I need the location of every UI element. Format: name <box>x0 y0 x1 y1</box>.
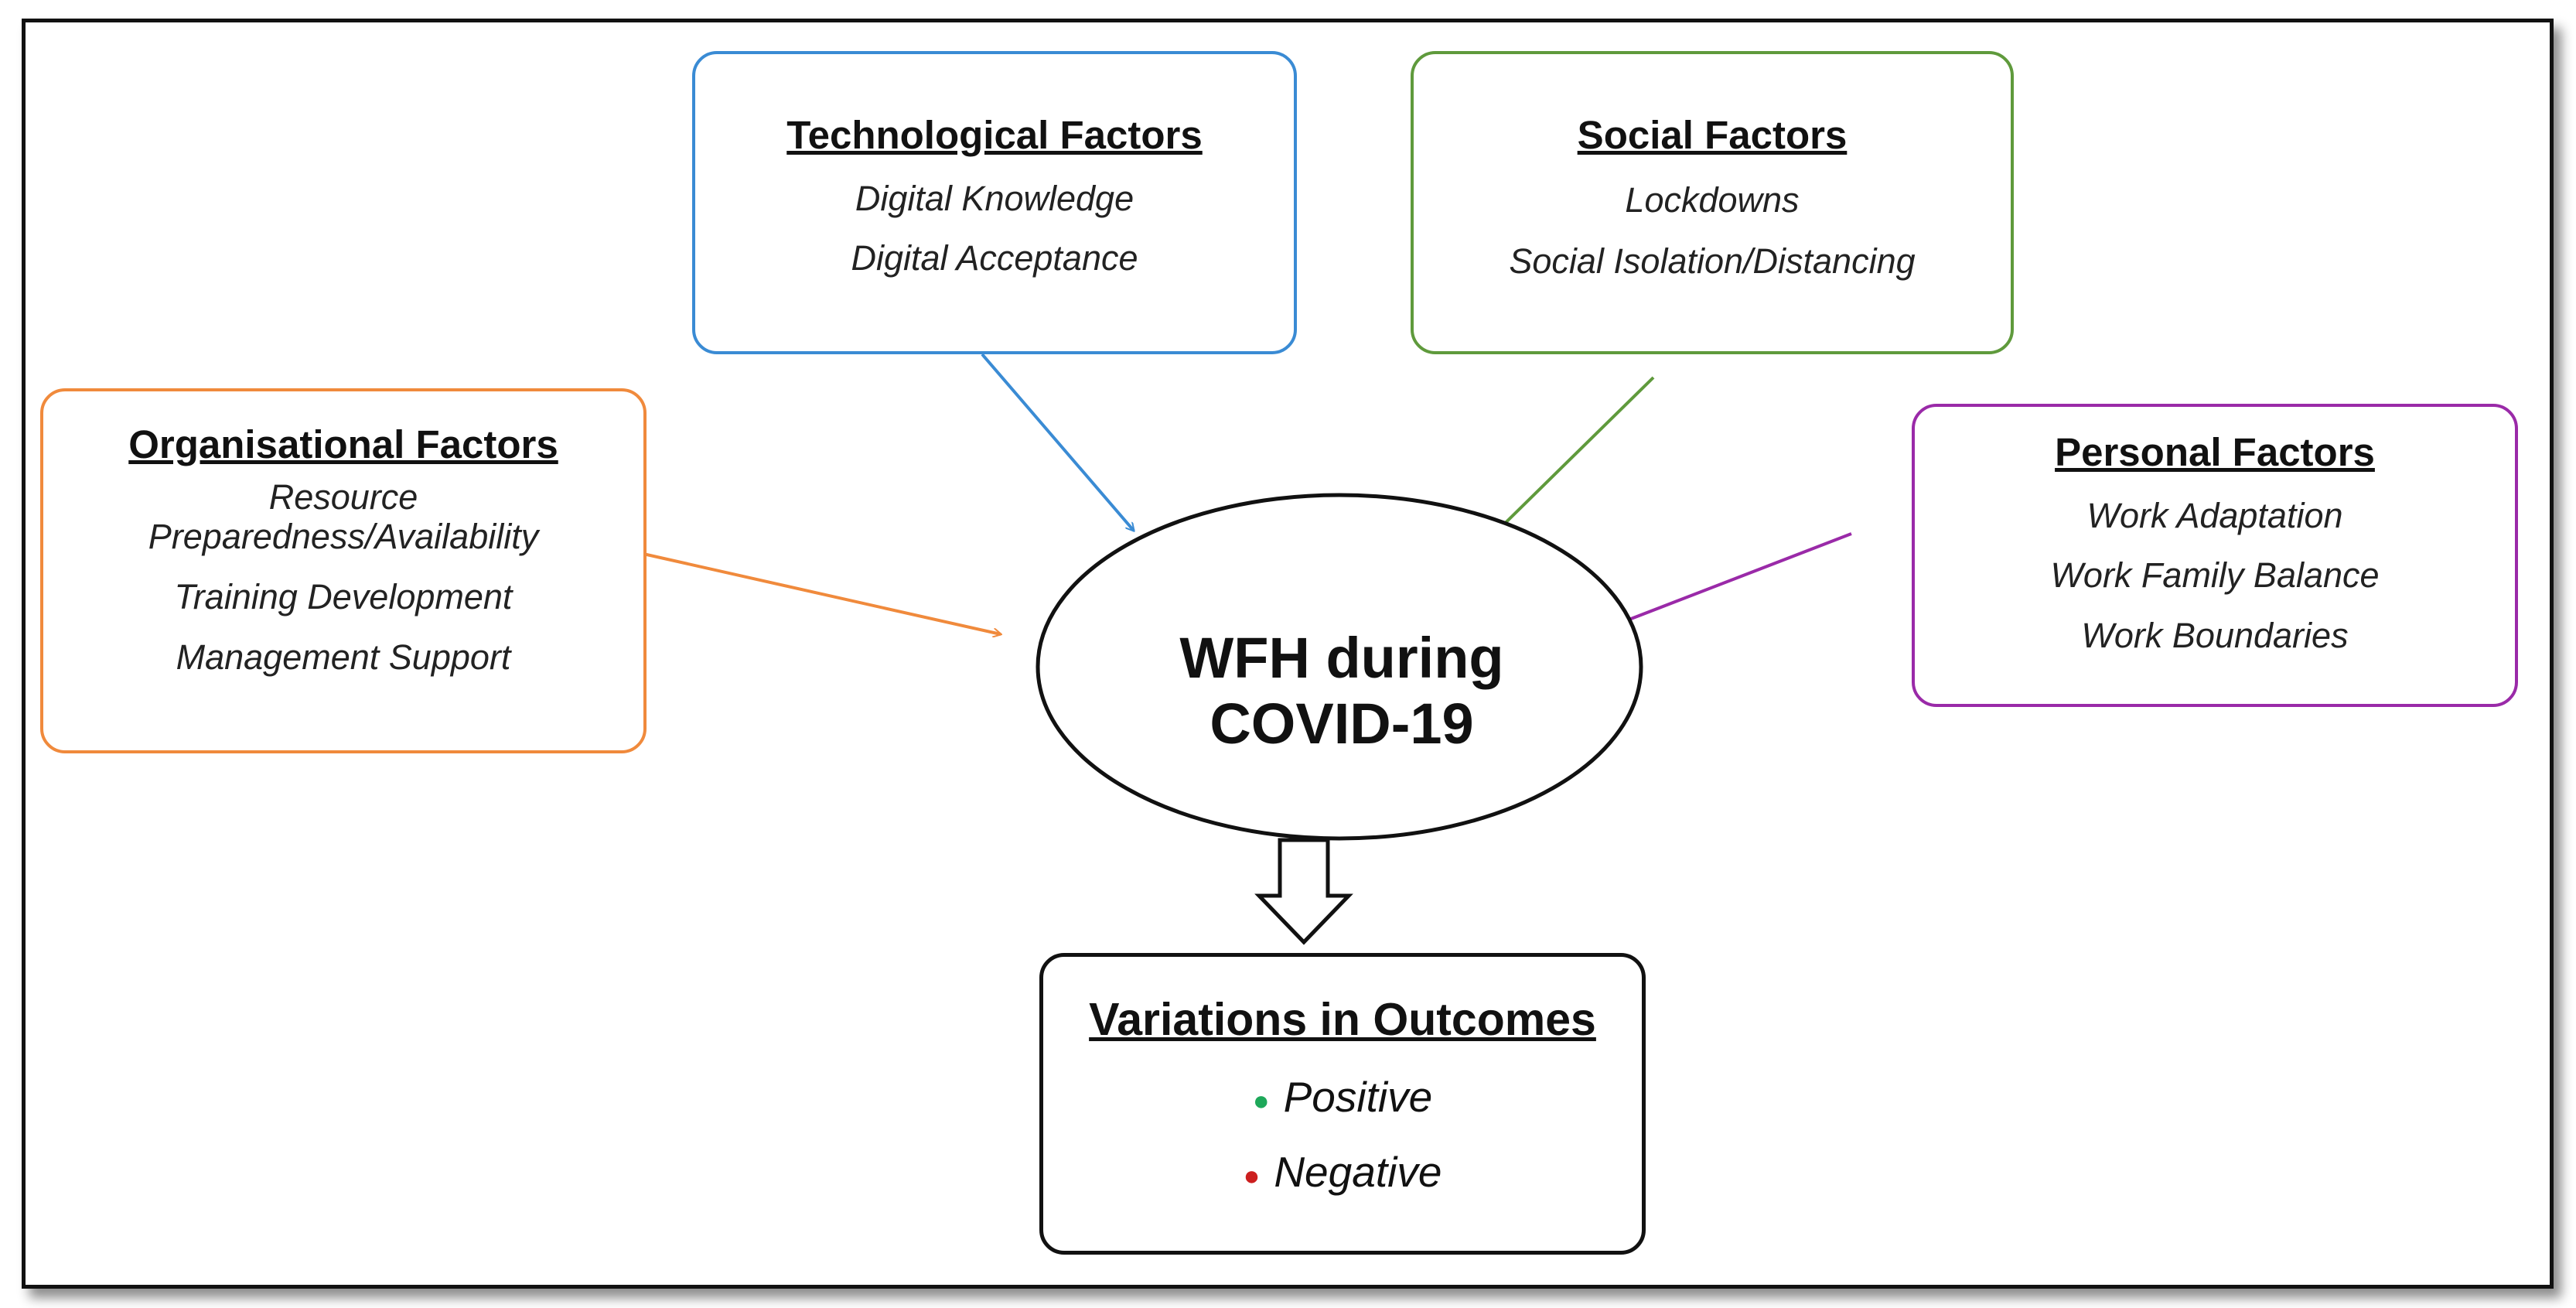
organisational-factors-box: Organisational Factors Resource Prepared… <box>40 388 647 753</box>
arrow-technological <box>981 353 1134 531</box>
outcome-label: Negative <box>1274 1148 1442 1197</box>
organisational-factor-item: Resource Preparedness/Availability <box>148 476 539 557</box>
center-label: WFH during COVID-19 <box>1036 625 1647 756</box>
social-factor-item: Lockdowns <box>1625 179 1800 220</box>
outcome-negative: ● Negative <box>1043 1148 1642 1197</box>
technological-factor-item: Digital Knowledge <box>855 178 1134 218</box>
red-bullet-icon: ● <box>1243 1159 1261 1191</box>
personal-factor-item: Work Family Balance <box>2050 555 2380 596</box>
center-label-line: COVID-19 <box>1210 692 1474 756</box>
personal-factor-item: Work Adaptation <box>2086 495 2343 535</box>
arrow-social <box>1482 376 1655 546</box>
social-factors-title: Social Factors <box>1577 113 1848 157</box>
outcomes-title: Variations in Outcomes <box>1089 994 1596 1045</box>
social-factors-box: Social Factors Lockdowns Social Isolatio… <box>1411 51 2014 354</box>
center-ellipse <box>1036 493 1643 841</box>
technological-factor-item: Digital Acceptance <box>851 238 1138 278</box>
technological-factors-box: Technological Factors Digital Knowledge … <box>692 51 1297 354</box>
organisational-factor-item: Management Support <box>176 637 511 677</box>
outcomes-box: Variations in Outcomes ●Positive ●Negati… <box>1039 953 1646 1255</box>
outcome-positive: ● Positive <box>1043 1073 1642 1122</box>
personal-factor-item: Work Boundaries <box>2081 616 2349 656</box>
social-factor-item: Social Isolation/Distancing <box>1509 241 1916 282</box>
personal-factors-box: Personal Factors Work Adaptation Work Fa… <box>1912 404 2518 707</box>
block-arrow-down <box>1254 838 1353 945</box>
technological-factors-title: Technological Factors <box>786 113 1203 157</box>
green-bullet-icon: ● <box>1252 1084 1270 1116</box>
arrow-organisational <box>629 549 1001 634</box>
organisational-factor-item: Training Development <box>174 577 513 617</box>
personal-factors-title: Personal Factors <box>2055 430 2375 474</box>
outcome-label: Positive <box>1283 1072 1433 1121</box>
organisational-factors-title: Organisational Factors <box>128 422 558 466</box>
center-label-line: WFH during <box>1179 626 1504 690</box>
